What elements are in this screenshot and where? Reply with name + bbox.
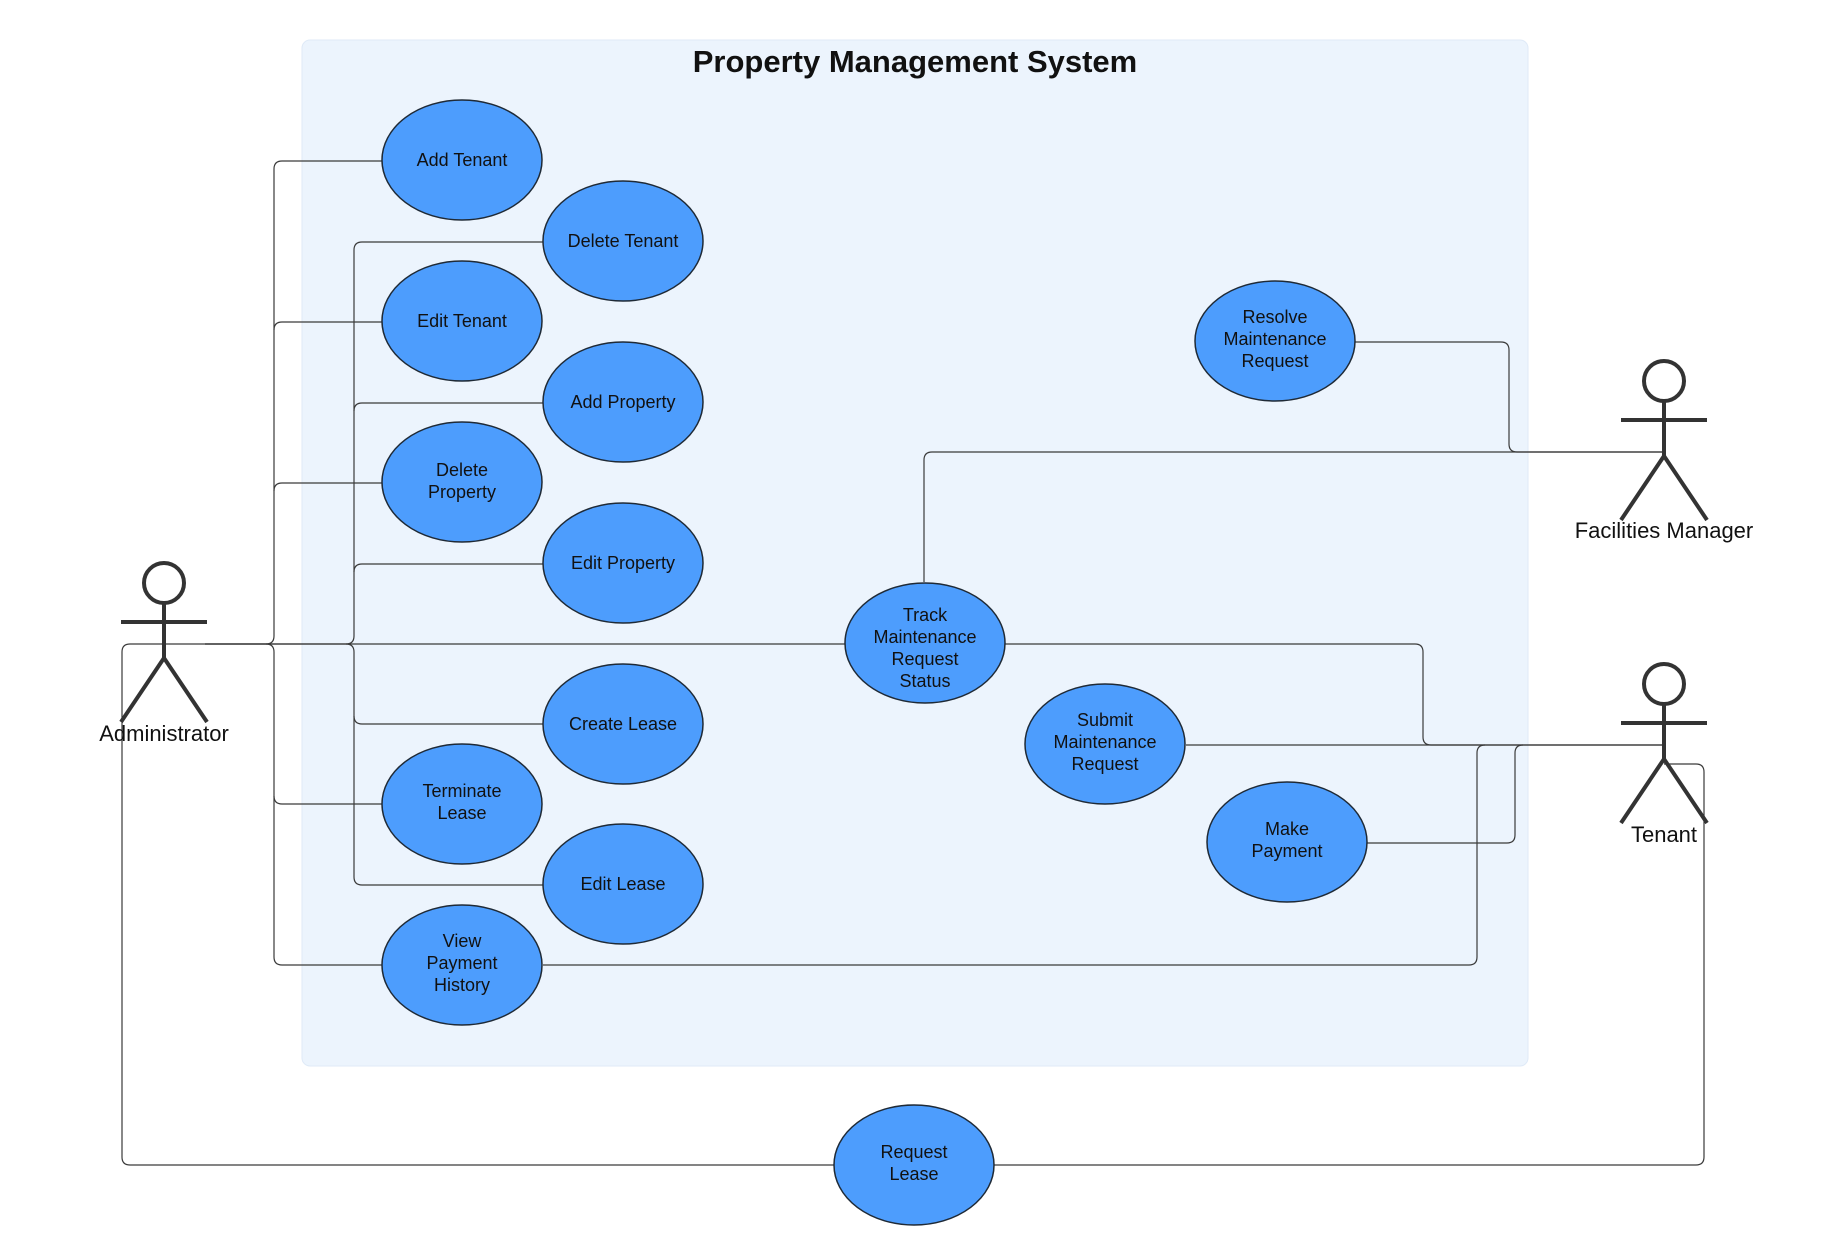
use-case-label: Payment: [426, 953, 497, 973]
use-case-label: Maintenance: [873, 627, 976, 647]
use-case-label: Maintenance: [1223, 329, 1326, 349]
use-case-label: Add Property: [570, 392, 675, 412]
use-case-label: Request: [1241, 351, 1308, 371]
use-case-create-lease[interactable]: Create Lease: [542, 663, 704, 785]
use-case-label: Resolve: [1242, 307, 1307, 327]
use-case-label: Track: [903, 605, 948, 625]
use-case-label: Make: [1265, 819, 1309, 839]
use-case-label: Lease: [437, 803, 486, 823]
line-admin-trunk-lower: [265, 643, 382, 966]
line-admin-add-property: [353, 402, 543, 412]
actor-tenant[interactable]: Tenant: [1619, 662, 1709, 847]
use-case-label: Maintenance: [1053, 732, 1156, 752]
use-case-delete-property[interactable]: Delete Property: [381, 421, 543, 543]
line-admin-terminate-lease: [273, 795, 382, 805]
line-admin-create-lease: [353, 715, 543, 725]
use-case-label: Property: [428, 482, 496, 502]
line-tenant-view-payment-history: [543, 744, 1486, 966]
stick-figure-icon: [1619, 359, 1709, 522]
stick-figure-icon: [1619, 662, 1709, 825]
use-case-label: Submit: [1077, 710, 1133, 730]
use-case-resolve-maintenance-request[interactable]: Resolve Maintenance Request: [1194, 280, 1356, 402]
use-case-label: Edit Tenant: [417, 311, 507, 331]
line-admin-edit-tenant: [273, 321, 382, 331]
actor-label: Tenant: [1631, 822, 1697, 847]
actor-administrator[interactable]: Administrator: [99, 561, 229, 746]
line-tenant-make-payment: [1367, 744, 1524, 844]
use-case-delete-tenant[interactable]: Delete Tenant: [542, 180, 704, 302]
use-case-label: Request: [891, 649, 958, 669]
use-case-track-maintenance-request-status[interactable]: Track Maintenance Request Status: [844, 582, 1006, 704]
use-case-label: Status: [899, 671, 950, 691]
use-case-add-property[interactable]: Add Property: [542, 341, 704, 463]
use-case-edit-property[interactable]: Edit Property: [542, 502, 704, 624]
use-case-terminate-lease[interactable]: Terminate Lease: [381, 743, 543, 865]
association-lines: [121, 160, 1705, 1166]
use-case-add-tenant[interactable]: Add Tenant: [381, 99, 543, 221]
use-case-label: History: [434, 975, 490, 995]
actor-label: Facilities Manager: [1575, 518, 1754, 543]
actor-label: Administrator: [99, 721, 229, 746]
use-case-label: View: [443, 931, 483, 951]
use-case-label: Add Tenant: [417, 150, 508, 170]
line-admin-delete-property: [273, 482, 382, 492]
stick-figure-icon: [119, 561, 209, 724]
use-case-edit-tenant[interactable]: Edit Tenant: [381, 260, 543, 382]
use-case-label: Payment: [1251, 841, 1322, 861]
line-admin-trunk-b-lower: [345, 643, 543, 886]
use-case-view-payment-history[interactable]: View Payment History: [381, 904, 543, 1026]
use-case-label: Edit Lease: [580, 874, 665, 894]
use-case-label: Lease: [889, 1164, 938, 1184]
line-tenant-request-lease: [994, 763, 1705, 1166]
actor-facilities-manager[interactable]: Facilities Manager: [1575, 359, 1754, 543]
use-case-submit-maintenance-request[interactable]: Submit Maintenance Request: [1024, 683, 1186, 805]
line-admin-edit-property: [353, 563, 543, 573]
use-case-label: Delete: [436, 460, 488, 480]
use-case-label: Terminate: [422, 781, 501, 801]
use-case-label: Create Lease: [569, 714, 677, 734]
use-case-label: Edit Property: [571, 553, 675, 573]
use-case-label: Request: [1071, 754, 1138, 774]
use-case-label: Request: [880, 1142, 947, 1162]
use-case-request-lease[interactable]: Request Lease: [833, 1104, 995, 1226]
line-admin-request-lease: [121, 643, 834, 1166]
line-fm-track-maintenance: [923, 451, 1664, 582]
use-case-label: Delete Tenant: [568, 231, 679, 251]
use-case-edit-lease[interactable]: Edit Lease: [542, 823, 704, 945]
system-title: Property Management System: [693, 44, 1137, 79]
use-case-make-payment[interactable]: Make Payment: [1206, 781, 1368, 903]
